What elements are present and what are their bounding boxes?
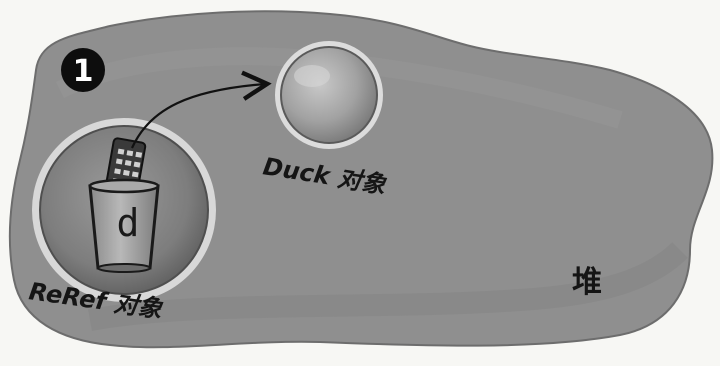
step-badge: 1: [61, 48, 105, 92]
step-number: 1: [73, 54, 94, 89]
heap-label: 堆: [572, 265, 602, 300]
duck-object: [275, 41, 383, 149]
reference-variable-name: d: [117, 201, 140, 245]
